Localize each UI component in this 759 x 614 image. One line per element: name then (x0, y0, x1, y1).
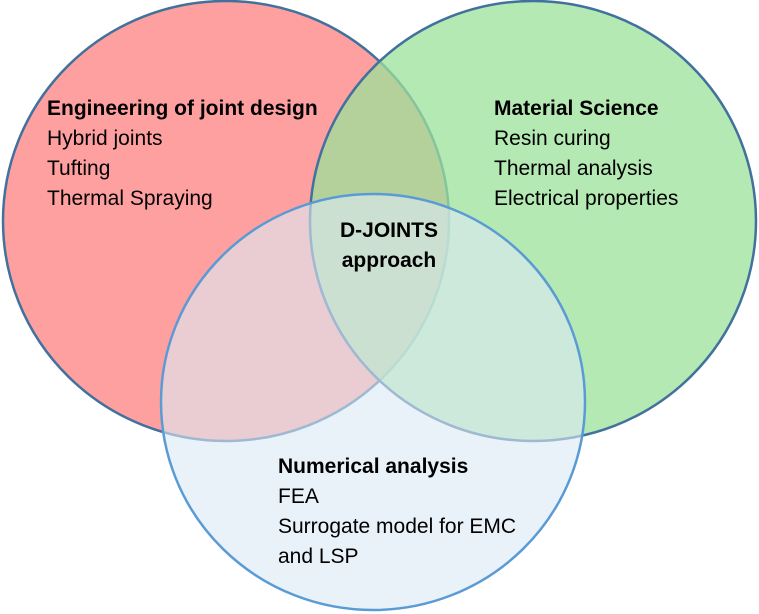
engineering-item: Thermal Spraying (47, 187, 213, 210)
numerical-analysis-title: Numerical analysis (278, 455, 469, 478)
numerical-analysis-item: Surrogate model for EMC (278, 515, 517, 538)
engineering-item: Tufting (47, 157, 111, 180)
center-intersection-label: D-JOINTS approach (324, 216, 454, 276)
engineering-title: Engineering of joint design (47, 97, 318, 120)
material-science-item: Resin curing (494, 127, 611, 150)
engineering-label-group: Engineering of joint design Hybrid joint… (47, 94, 318, 214)
numerical-analysis-item: FEA (278, 485, 319, 508)
engineering-item: Hybrid joints (47, 127, 163, 150)
material-science-title: Material Science (494, 97, 659, 120)
numerical-analysis-item: and LSP (278, 545, 359, 568)
material-science-label-group: Material Science Resin curing Thermal an… (494, 94, 678, 214)
material-science-item: Thermal analysis (494, 157, 653, 180)
center-label-line: approach (341, 249, 437, 272)
material-science-item: Electrical properties (494, 187, 679, 210)
center-label-line: D-JOINTS (339, 219, 438, 242)
numerical-analysis-circle (159, 192, 587, 612)
numerical-analysis-label-group: Numerical analysis FEA Surrogate model f… (278, 452, 516, 572)
